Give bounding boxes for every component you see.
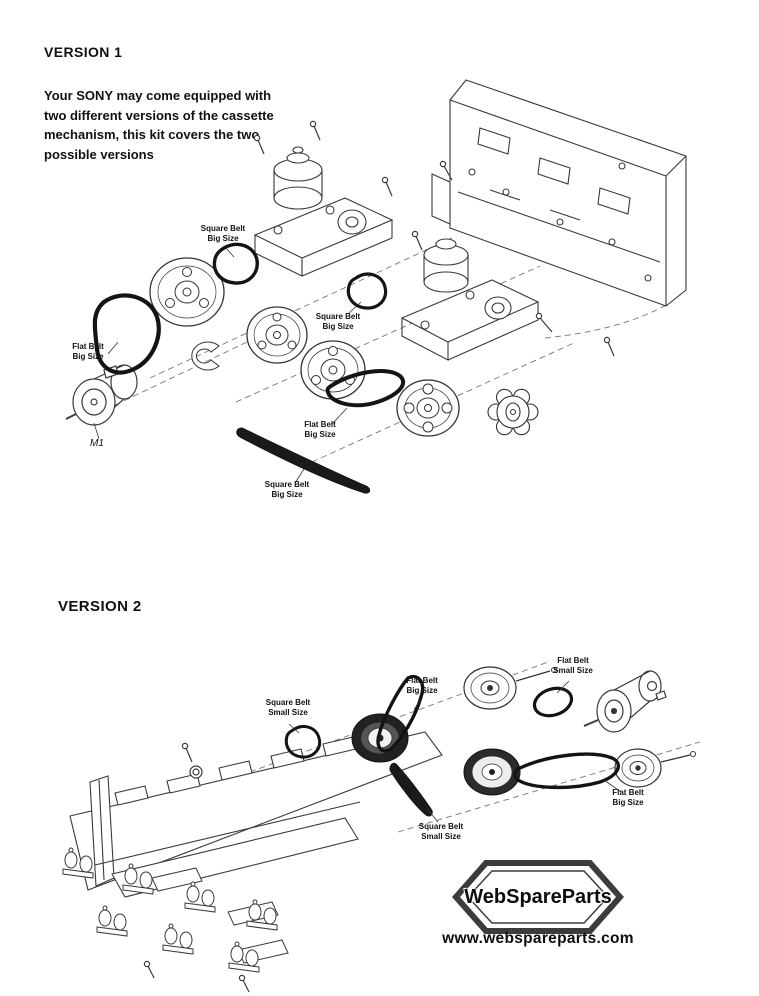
webspareparts-logo-hexagon-icon [452,860,624,934]
version2-diagram [62,661,701,993]
v1-cam-gear [487,388,539,436]
v2-label-flat-belt-small: Flat Belt Small Size [553,656,593,676]
v2-motor [583,670,667,733]
v1-pulleys [149,257,539,437]
v2-pulley-top [463,666,557,710]
v2-flat-belt-small [532,686,574,718]
v1-label-square-belt-3: Square Belt Big Size [264,480,310,500]
v2-label-flat-belt-big-1: Flat Belt Big Size [406,676,438,696]
website-url: www.webspareparts.com [442,930,634,947]
v2-flat-belt-big-1 [376,675,425,753]
v1-label-flat-belt-1: Flat Belt Big Size [72,342,104,362]
version1-heading: VERSION 1 [44,44,123,60]
v2-leader-lines [288,680,622,823]
v1-label-flat-belt-2: Flat Belt Big Size [304,420,336,440]
v1-screws [253,120,615,357]
v1-label-motor-m1: M1 [90,438,104,449]
v1-belts [92,242,406,494]
v1-pulley-large-left [149,257,225,327]
v2-square-belt-small-2 [389,762,433,817]
v1-half-collar [191,341,220,371]
v1-flat-belt-1 [92,293,161,375]
v1-flat-belt-2 [325,369,406,408]
version1-description: Your SONY may come equipped with two dif… [44,88,274,162]
v2-pulley-right [614,748,696,788]
v2-label-square-belt-small-1: Square Belt Small Size [265,698,311,718]
v1-pulley-right [396,379,460,437]
v1-square-belt-3 [236,427,371,494]
v1-rear-panel [431,79,687,307]
v1-leader-lines [93,247,362,484]
v2-belts [284,675,620,817]
v2-roller-clusters [62,847,278,973]
v1-square-belt-2 [346,272,388,310]
v1-mechanism-2 [400,238,540,361]
v2-flat-belt-big-2 [513,752,620,790]
v1-label-square-belt-1: Square Belt Big Size [200,224,246,244]
version1-diagram [65,79,687,494]
v2-screws [143,742,250,993]
v2-label-flat-belt-big-2: Flat Belt Big Size [612,788,644,808]
brand-text: WebSpareParts [464,886,612,908]
v1-mechanism-1 [253,146,394,277]
version2-heading: VERSION 2 [58,598,142,615]
v2-pulley-mid [463,748,521,796]
v1-label-square-belt-2: Square Belt Big Size [315,312,361,332]
v2-label-square-belt-small-2: Square Belt Small Size [418,822,464,842]
v2-square-belt-small-1 [284,725,322,759]
v1-square-belt-1 [212,242,259,285]
v1-pulley-center [246,306,308,364]
v1-pulley-mid [300,340,366,400]
